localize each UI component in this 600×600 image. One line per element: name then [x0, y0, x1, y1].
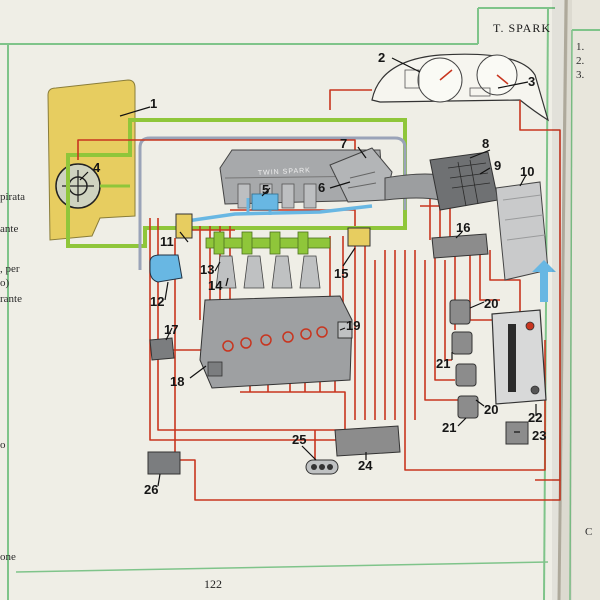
fuel-regulator-5: [251, 193, 279, 211]
control-panel-1: [47, 79, 136, 241]
battery-22: [491, 309, 547, 405]
callout-2: 2: [378, 50, 385, 65]
callout-9: 9: [494, 158, 501, 173]
ignition-coils-14: [215, 255, 321, 289]
callout-24: 24: [358, 458, 373, 473]
engine-block-18: [199, 295, 353, 389]
callout-10: 10: [520, 164, 534, 179]
component-16: [431, 233, 489, 259]
airflow-meter-8: [429, 151, 499, 211]
margin-fragment: rante: [0, 293, 22, 305]
relay-group: [449, 299, 479, 419]
callout-16: 16: [456, 220, 470, 235]
air-hose: [384, 173, 441, 201]
callout-13: 13: [200, 262, 214, 277]
margin-fragment: C: [585, 526, 592, 538]
callout-6: 6: [318, 180, 325, 195]
component-11: [175, 213, 193, 239]
margin-fragment: , per: [0, 263, 20, 275]
margin-fragment: 2.: [576, 55, 585, 67]
component-23: [505, 421, 529, 445]
callout-20b: 20: [484, 402, 498, 417]
callout-1: 1: [150, 96, 157, 111]
margin-fragment: 1.: [576, 41, 585, 53]
callout-8: 8: [482, 136, 489, 151]
component-19: [337, 321, 353, 339]
callout-14: 14: [208, 278, 223, 293]
margin-fragment: pirata: [0, 191, 25, 203]
leader-lines: [79, 57, 537, 487]
component-15: [347, 227, 371, 247]
callout-20a: 20: [484, 296, 498, 311]
section-tab: T. SPARK: [493, 21, 551, 35]
margin-fragment: one: [0, 551, 16, 563]
left-margin-text: pirata ante , per o) rante o one: [0, 191, 25, 563]
callout-22: 22: [528, 410, 542, 425]
callout-3: 3: [528, 74, 535, 89]
callout-11: 11: [160, 234, 174, 249]
right-margin-text: 1. 2. 3. C: [576, 41, 592, 538]
component-17: [149, 337, 175, 361]
margin-fragment: 3.: [576, 69, 585, 81]
callout-5: 5: [262, 182, 269, 197]
callout-19: 19: [346, 318, 360, 333]
engine-label: TWIN SPARK: [258, 167, 311, 177]
margin-fragment: ante: [0, 223, 18, 235]
fuel-line: [179, 204, 373, 224]
page-number: 122: [204, 577, 222, 591]
callout-26: 26: [144, 482, 158, 497]
callout-25: 25: [292, 432, 306, 447]
component-26: [147, 451, 181, 475]
callout-4: 4: [93, 160, 101, 175]
margin-fragment: o): [0, 277, 10, 289]
airflow-arrow: [532, 260, 556, 302]
margin-fragment: o: [0, 439, 6, 451]
callout-12: 12: [150, 294, 164, 309]
component-12: [149, 254, 183, 283]
callout-23: 23: [532, 428, 546, 443]
callout-7: 7: [340, 136, 347, 151]
ecu-24: [334, 425, 401, 457]
callout-15: 15: [334, 266, 348, 281]
callout-18: 18: [170, 374, 184, 389]
callout-17: 17: [164, 322, 178, 337]
callout-21b: 21: [442, 420, 456, 435]
injector-rail-13: [205, 231, 331, 255]
callout-21a: 21: [436, 356, 450, 371]
callout-numbers: 1 2 3 4 5 6 7 8 9 10 11 12 13 14 15 16 1…: [93, 50, 546, 497]
